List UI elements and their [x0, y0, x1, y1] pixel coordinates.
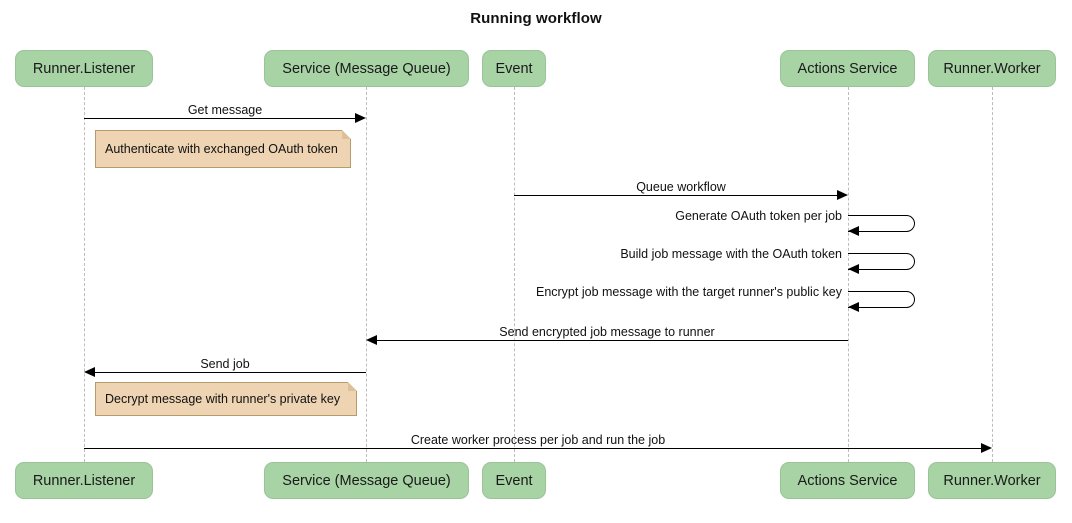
message-line-send-encrypted — [377, 340, 848, 341]
arrow-head-left-build-job-message — [848, 264, 859, 274]
note-fold-corner-authenticate — [342, 130, 351, 139]
participant-label: Runner.Listener — [32, 472, 136, 489]
participant-label: Actions Service — [797, 472, 898, 489]
participant-label: Event — [495, 472, 533, 489]
participant-label: Service (Message Queue) — [282, 60, 451, 77]
self-loop-encrypt-job — [848, 291, 915, 308]
note-decrypt: Decrypt message with runner's private ke… — [95, 382, 357, 416]
participant-label: Event — [495, 60, 533, 77]
participant-bottom-actions-service[interactable]: Actions Service — [780, 462, 915, 499]
note-fold-corner-decrypt — [348, 382, 357, 391]
participant-top-runner-worker[interactable]: Runner.Worker — [928, 50, 1056, 87]
note-label: Authenticate with exchanged OAuth token — [105, 142, 338, 156]
self-loop-generate-token — [848, 215, 915, 232]
arrow-head-left-encrypt-job — [848, 302, 859, 312]
arrow-head-left-generate-token — [848, 226, 859, 236]
lifeline-event — [514, 87, 515, 462]
message-label-create-worker: Create worker process per job and run th… — [410, 433, 666, 447]
message-label-send-job: Send job — [200, 357, 250, 371]
participant-bottom-runner-listener[interactable]: Runner.Listener — [15, 462, 153, 499]
message-label-get-message: Get message — [187, 103, 263, 117]
message-label-build-job-message: Build job message with the OAuth token — [620, 247, 842, 261]
arrow-head-right-queue-workflow — [837, 190, 848, 200]
note-label: Decrypt message with runner's private ke… — [105, 392, 341, 406]
message-line-send-job — [95, 372, 366, 373]
message-line-create-worker — [84, 448, 982, 449]
participant-top-actions-service[interactable]: Actions Service — [780, 50, 915, 87]
participant-top-service-mq[interactable]: Service (Message Queue) — [264, 50, 469, 87]
message-label-encrypt-job: Encrypt job message with the target runn… — [535, 285, 842, 299]
arrow-head-right-get-message — [355, 113, 366, 123]
diagram-title: Running workflow — [470, 10, 602, 27]
message-label-generate-token: Generate OAuth token per job — [675, 209, 842, 223]
participant-bottom-event[interactable]: Event — [482, 462, 546, 499]
participant-top-event[interactable]: Event — [482, 50, 546, 87]
note-authenticate: Authenticate with exchanged OAuth token — [95, 130, 351, 168]
message-label-queue-workflow: Queue workflow — [636, 180, 726, 194]
lifeline-runner-worker — [992, 87, 993, 462]
participant-bottom-runner-worker[interactable]: Runner.Worker — [928, 462, 1056, 499]
lifeline-actions-service — [848, 87, 849, 462]
self-loop-build-job-message — [848, 253, 915, 270]
message-line-get-message — [84, 118, 356, 119]
message-label-send-encrypted: Send encrypted job message to runner — [499, 325, 715, 339]
participant-label: Runner.Worker — [943, 472, 1041, 489]
participant-bottom-service-mq[interactable]: Service (Message Queue) — [264, 462, 469, 499]
lifeline-service-mq — [366, 87, 367, 462]
participant-label: Runner.Listener — [32, 60, 136, 77]
arrow-head-left-send-job — [84, 367, 95, 377]
arrow-head-left-send-encrypted — [366, 335, 377, 345]
lifeline-runner-listener — [84, 87, 85, 462]
message-line-queue-workflow — [514, 195, 838, 196]
participant-top-runner-listener[interactable]: Runner.Listener — [15, 50, 153, 87]
participant-label: Runner.Worker — [943, 60, 1041, 77]
arrow-head-right-create-worker — [981, 443, 992, 453]
participant-label: Service (Message Queue) — [282, 472, 451, 489]
participant-label: Actions Service — [797, 60, 898, 77]
